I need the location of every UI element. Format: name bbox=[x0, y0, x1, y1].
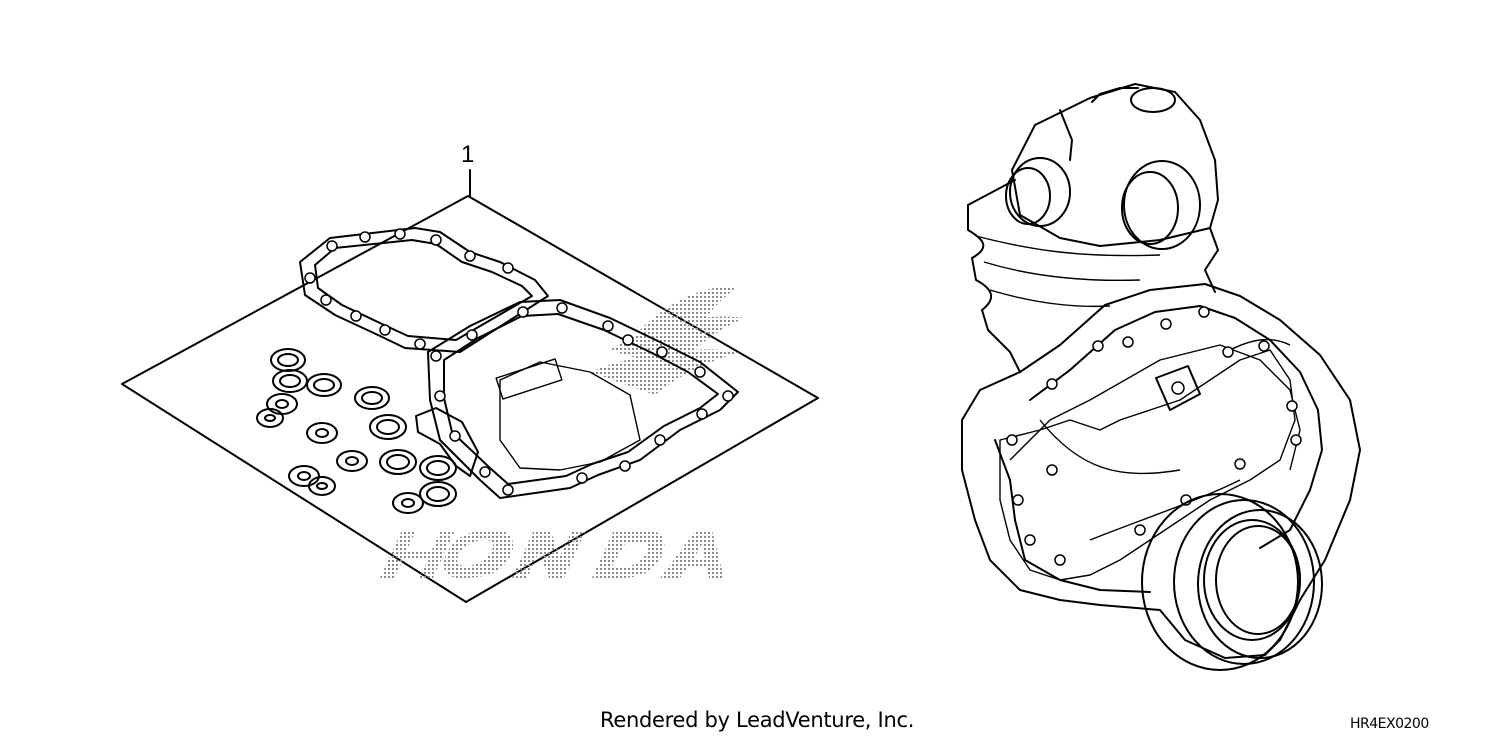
honda-watermark bbox=[380, 530, 724, 578]
callout-label-1: 1 bbox=[461, 141, 475, 168]
gasket-sheet bbox=[121, 195, 819, 603]
o-rings bbox=[256, 348, 457, 514]
clutch-cover-rings bbox=[1141, 493, 1323, 671]
gasket-kit[interactable] bbox=[121, 169, 819, 603]
honda-wing-logo bbox=[590, 285, 745, 395]
diagram-code: HR4EX0200 bbox=[1350, 716, 1429, 732]
case-cover-gasket bbox=[299, 227, 549, 353]
engine-assembly bbox=[961, 83, 1361, 671]
cylinder-head bbox=[1005, 83, 1219, 250]
small-gasket bbox=[415, 407, 479, 477]
cylinder-fins bbox=[967, 179, 1219, 373]
crankcase-gasket bbox=[427, 299, 739, 499]
render-credit: Rendered by LeadVenture, Inc. bbox=[600, 708, 915, 732]
crankcase bbox=[961, 283, 1361, 659]
